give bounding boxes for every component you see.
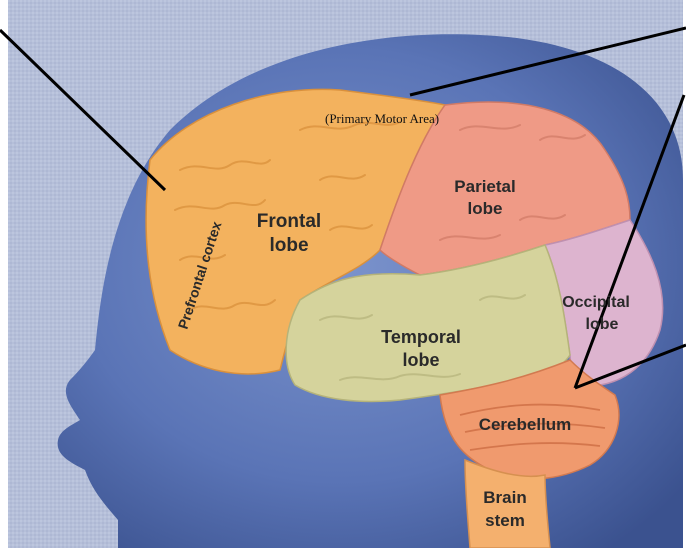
parietal-lobe-label-line2: lobe [468,199,503,218]
occipital-lobe-label-line2: lobe [586,316,619,333]
frontal-lobe-label-line2: lobe [269,235,308,256]
parietal-lobe-label-line1: Parietal [454,177,515,196]
cerebellum-label: Cerebellum [479,415,572,434]
primary-motor-area-label: (Primary Motor Area) [325,111,439,126]
occipital-lobe-label-line1: Occipital [562,294,630,311]
temporal-lobe-label-line1: Temporal [381,327,461,347]
frontal-lobe-label-line1: Frontal [257,211,321,232]
temporal-lobe-label-line2: lobe [402,350,439,370]
brain-stem-label-line2: stem [485,511,525,530]
brain-stem-label-line1: Brain [483,488,526,507]
